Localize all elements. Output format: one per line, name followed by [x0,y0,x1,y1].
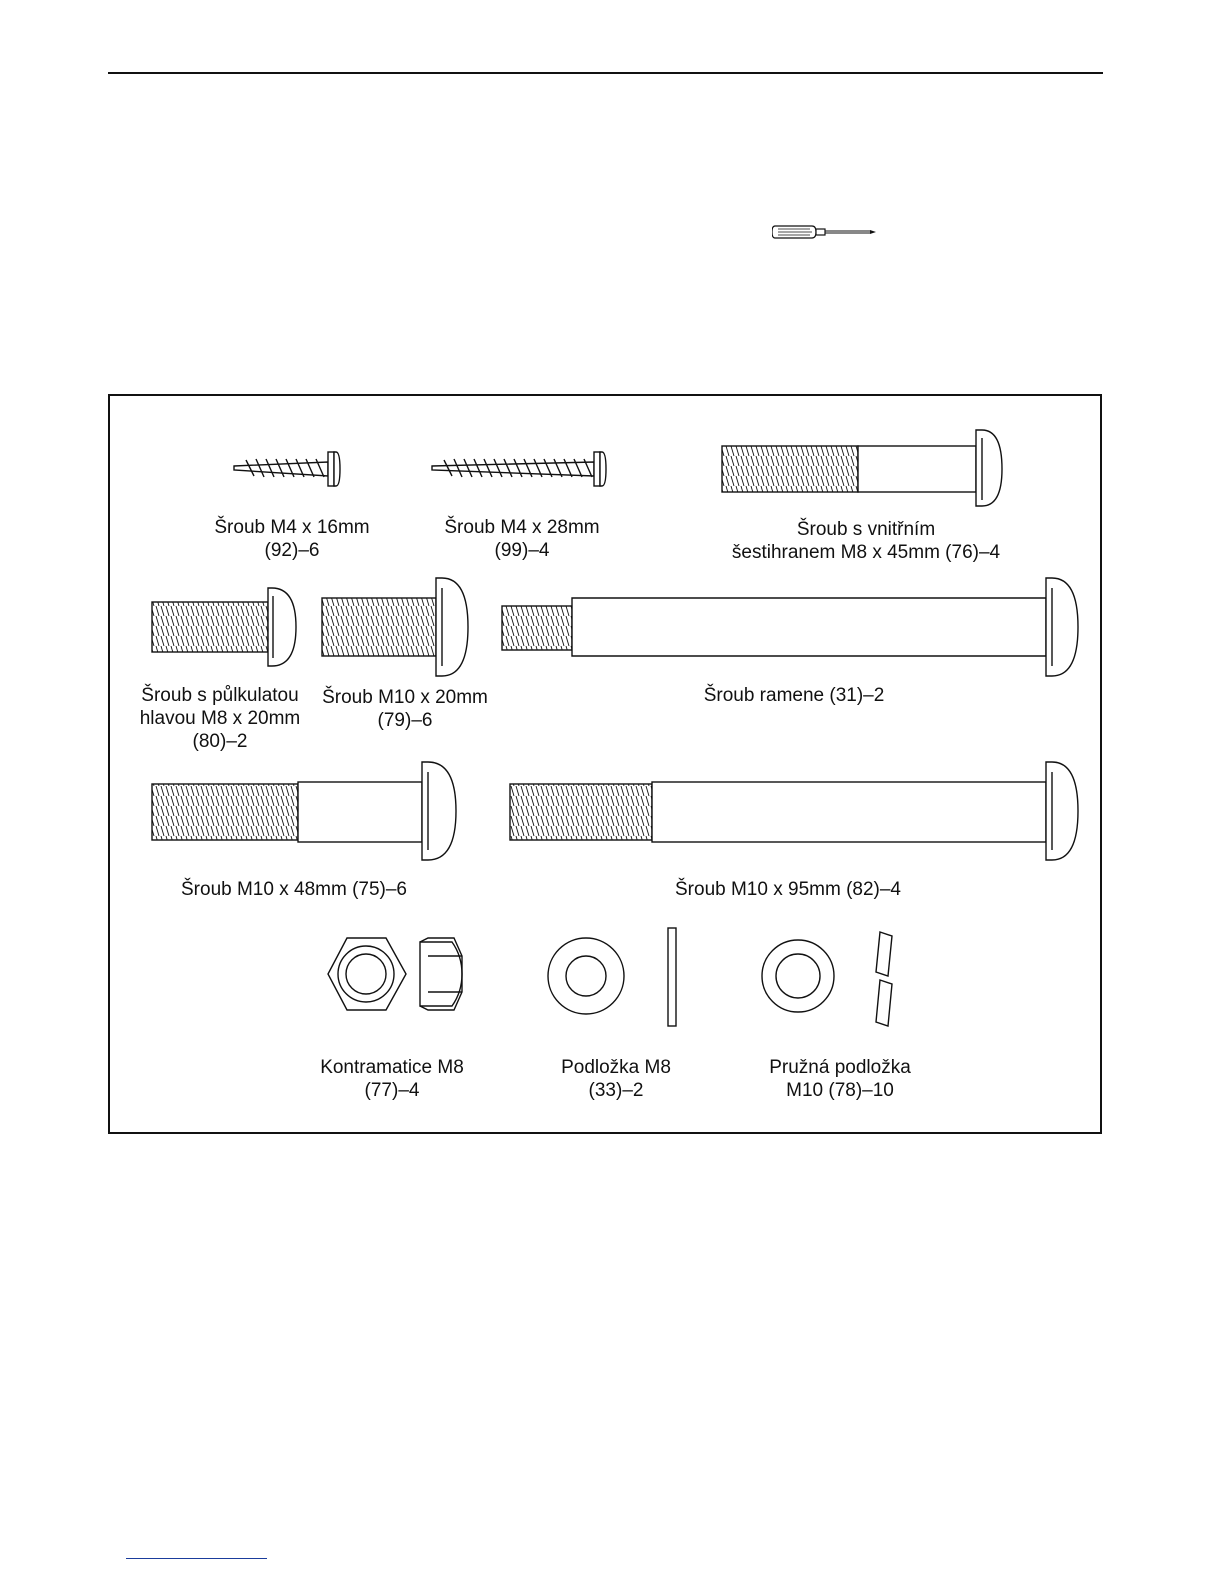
label-arm-bolt: Šroub ramene (31)–2 [704,684,885,707]
screw-button-m8-20mm-icon [152,588,296,666]
screw-m10-20mm-icon [322,578,468,676]
label-locknut-m8: Kontramatice M8(77)–4 [320,1056,464,1102]
footer-rule [126,1558,267,1559]
label-screw-m4-16mm: Šroub M4 x 16mm(92)–6 [214,516,369,562]
screw-hex-m8-45mm-icon [722,430,1002,506]
parts-illustrations [110,396,1100,1132]
screw-m10-95mm-icon [510,762,1078,860]
header-rule [108,72,1103,74]
label-screw-m10-95mm: Šroub M10 x 95mm (82)–4 [675,878,901,901]
label-screw-m10-48mm: Šroub M10 x 48mm (75)–6 [181,878,407,901]
label-washer-m8: Podložka M8(33)–2 [561,1056,671,1102]
parts-panel: Šroub M4 x 16mm(92)–6 Šroub M4 x 28mm(99… [108,394,1102,1134]
screwdriver-icon [772,222,882,242]
washer-m8-icon [548,928,676,1026]
label-screw-m4-28mm: Šroub M4 x 28mm(99)–4 [444,516,599,562]
locknut-m8-icon [328,938,462,1010]
screw-m10-48mm-icon [152,762,456,860]
label-screw-m10-20mm: Šroub M10 x 20mm(79)–6 [322,686,488,732]
arm-bolt-icon [502,578,1078,676]
screw-m4-28mm-icon [432,452,606,486]
screw-m4-16mm-icon [234,452,340,486]
spring-washer-m10-icon [762,932,892,1026]
